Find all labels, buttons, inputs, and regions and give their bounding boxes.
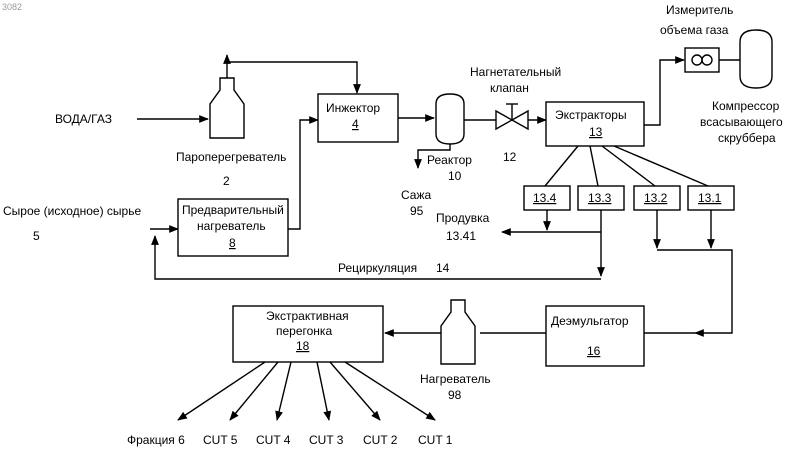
heater-label: Нагреватель [420, 372, 491, 386]
soot-num: 95 [410, 204, 424, 218]
raw-feed-num: 5 [33, 229, 40, 243]
demulsifier-num: 16 [587, 344, 601, 358]
corner-code: 3082 [2, 2, 22, 12]
valve-left [496, 111, 512, 129]
sub-extractor-13-3-label: 13.3 [588, 191, 612, 205]
demulsifier-label: Деэмульгатор [551, 314, 629, 328]
water-gas-label: ВОДА/ГАЗ [55, 112, 112, 126]
output-cut1: CUT 1 [418, 433, 453, 447]
output-arrow-cut3 [317, 362, 329, 420]
sub-extractor-13-2-label: 13.2 [644, 191, 668, 205]
purge-label: Продувка [436, 211, 490, 225]
valve-line2: клапан [490, 81, 529, 95]
extractors-num: 13 [589, 125, 603, 139]
extractors-to-meter-line [644, 60, 684, 125]
recirculation-num: 14 [436, 261, 450, 275]
valve-line1: Нагнетательный [470, 65, 561, 79]
heater-vessel [441, 300, 475, 364]
compressor-vessel [740, 30, 772, 88]
distillation-num: 18 [296, 339, 310, 353]
branch-13-4 [545, 146, 578, 186]
reactor-label: Реактор [427, 153, 472, 167]
injector-num: 4 [352, 117, 359, 131]
preheater-num: 8 [229, 236, 236, 250]
output-arrow-cut4 [277, 362, 291, 420]
superheater-num: 2 [223, 174, 230, 188]
output-cut4: CUT 4 [256, 433, 291, 447]
valve-right [512, 111, 528, 129]
reactor-vessel [436, 94, 464, 144]
output-arrow-fraction6 [178, 362, 265, 420]
output-arrow-cut2 [330, 362, 380, 420]
compressor-line1: Компрессор [712, 99, 780, 113]
output-arrow-cut1 [345, 362, 435, 420]
sub-extractor-13-1-label: 13.1 [698, 191, 722, 205]
reactor-num: 10 [448, 169, 462, 183]
injector-label: Инжектор [326, 101, 380, 115]
output-cut5: CUT 5 [203, 433, 238, 447]
purge-num: 13.41 [446, 229, 476, 243]
gas-meter-line2: объема газа [660, 23, 729, 37]
gas-meter-line1: Измеритель [666, 3, 733, 17]
output-fraction6: Фракция 6 [127, 433, 185, 447]
superheater-vessel [210, 78, 244, 138]
superheater-label: Пароперегреватель [176, 150, 286, 164]
compressor-line3: скруббера [718, 131, 776, 145]
heater-num: 98 [448, 388, 462, 402]
output-arrow-cut5 [230, 362, 278, 420]
distillation-line1: Экстрактивная [266, 309, 349, 323]
raw-feed-label: Сырое (исходное) сырье [3, 204, 141, 218]
distillation-line2: перегонка [276, 324, 332, 338]
sub-extractor-13-4-label: 13.4 [533, 191, 557, 205]
valve-num: 12 [503, 150, 517, 164]
preheater-line2: нагреватель [197, 219, 266, 233]
output-cut3: CUT 3 [309, 433, 344, 447]
branch-13-3 [590, 146, 598, 186]
to-demulsifier-line [657, 250, 732, 333]
recirculation-label: Рециркуляция [338, 261, 417, 275]
soot-label: Сажа [401, 188, 432, 202]
preheater-to-injector-line [288, 120, 318, 229]
steam-to-injector-line [227, 62, 357, 93]
preheater-line1: Предварительный [182, 203, 284, 217]
output-cut2: CUT 2 [363, 433, 398, 447]
extractors-label: Экстракторы [555, 108, 627, 122]
compressor-line2: всасывающего [700, 115, 783, 129]
